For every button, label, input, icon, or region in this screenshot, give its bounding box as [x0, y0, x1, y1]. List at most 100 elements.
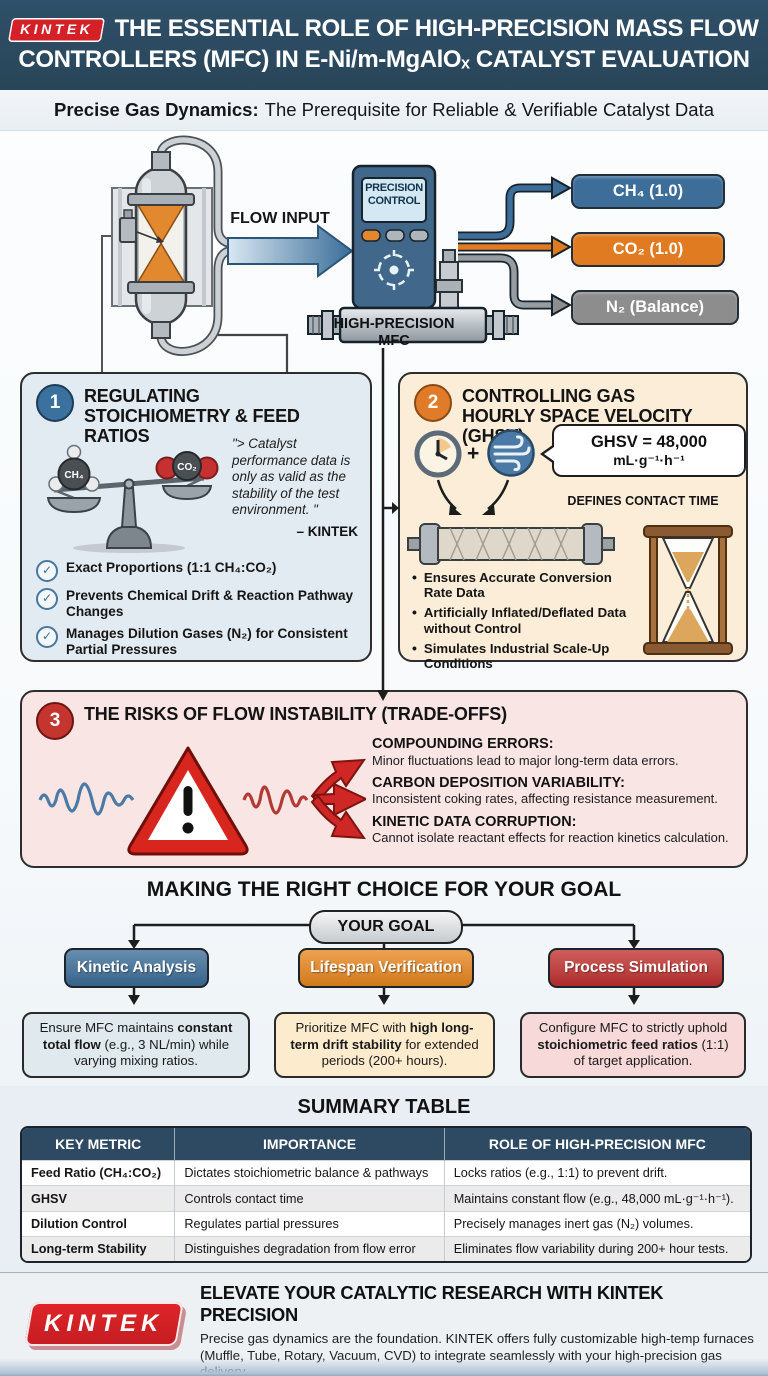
quote-text: "> Catalyst performance data is only as …: [232, 436, 351, 518]
page-title-line1: THE ESSENTIAL ROLE OF HIGH-PRECISION MAS…: [114, 15, 759, 43]
bullet-text: Ensures Accurate Conversion Rate Data: [423, 570, 612, 601]
arrowhead-n2: [551, 293, 573, 317]
section3-number-badge: 3: [36, 702, 74, 740]
section2-body: + GHSV = 48,000 mL·g⁻¹·h⁻¹ DEFINES CONTA…: [400, 374, 746, 671]
desc-lifespan-verification: Prioritize MFC with high long-term drift…: [274, 1012, 495, 1078]
subtitle-bold: Precise Gas Dynamics:: [53, 99, 259, 120]
cell-importance: Regulates partial pressures: [174, 1211, 445, 1237]
bubble-tail: [540, 444, 554, 464]
section1-title: REGULATING STOICHIOMETRY & FEED RATIOS: [84, 386, 300, 447]
mfc-screen: [361, 177, 427, 223]
ghsv-value: GHSV = 48,000: [590, 433, 708, 451]
risk-item: COMPOUNDING ERRORS: Minor fluctuations l…: [372, 736, 736, 768]
goal-option-lifespan-verification: Lifespan Verification: [298, 948, 474, 988]
kintek-logo-text: KINTEK: [19, 20, 93, 37]
gas-output-ch4: CH₄ (1.0): [571, 174, 725, 209]
screen-line1: PRECISION: [365, 182, 423, 194]
wind-icon: [487, 429, 535, 477]
table-row: Feed Ratio (CH₄:CO₂) Dictates stoichiome…: [22, 1160, 750, 1186]
table-header-row: KEY METRIC IMPORTANCE ROLE OF HIGH-PRECI…: [22, 1128, 750, 1161]
bullet-item: • Simulates Industrial Scale-Up Conditio…: [412, 639, 640, 671]
column-header-role: ROLE OF HIGH-PRECISION MFC: [444, 1128, 750, 1161]
section1-number-badge: 1: [36, 384, 74, 422]
cell-metric: Long-term Stability: [22, 1236, 176, 1261]
risk-heading: COMPOUNDING ERRORS:: [372, 736, 554, 752]
flow-diagram: FLOW INPUT PRECISION CONTROL HIGH-PRECIS…: [0, 130, 768, 372]
quote-attribution: – KINTEK: [296, 524, 358, 540]
flow-arrow: [227, 224, 354, 278]
section3-body: COMPOUNDING ERRORS: Minor fluctuations l…: [36, 736, 736, 862]
desc-process-simulation: Configure MFC to strictly uphold stoichi…: [520, 1012, 746, 1078]
bullet-item: • Artificially Inflated/Deflated Data wi…: [412, 604, 640, 636]
bullet-icon: •: [412, 639, 417, 656]
checklist-item: ✓ Prevents Chemical Drift & Reaction Pat…: [36, 588, 358, 620]
cell-importance: Dictates stoichiometric balance & pathwa…: [174, 1160, 445, 1186]
co2-molecule-label: CO₂: [177, 462, 196, 473]
mfc-device-label: HIGH-PRECISION MFC: [326, 316, 462, 351]
check-circle-icon: ✓: [36, 560, 58, 582]
co2-molecule: CO₂: [155, 451, 219, 481]
bullet-text: Artificially Inflated/Deflated Data with…: [423, 605, 627, 636]
desc-text: Ensure MFC maintains constant total flow…: [39, 1019, 233, 1069]
flow-diagram-art: [101, 135, 573, 372]
risk-body: Minor fluctuations lead to major long-te…: [372, 752, 679, 768]
cell-metric: Feed Ratio (CH₄:CO₂): [22, 1160, 176, 1186]
section2-number-badge: 2: [414, 384, 452, 422]
subtitle-bar: Precise Gas Dynamics: The Prerequisite f…: [0, 90, 768, 131]
converge-arrows: [436, 479, 510, 515]
cell-importance: Distinguishes degradation from flow erro…: [174, 1236, 445, 1261]
precision-control-screen-text: PRECISION CONTROL: [362, 182, 426, 208]
bullet-icon: •: [412, 604, 417, 621]
risk-heading: KINETIC DATA CORRUPTION:: [372, 813, 577, 830]
checklist-item: ✓ Exact Proportions (1:1 CH₄:CO₂): [36, 560, 358, 582]
blue-waveform: [38, 782, 135, 816]
bullet-item: • Ensures Accurate Conversion Rate Data: [412, 569, 640, 601]
bottom-gradient-strip: [0, 1358, 768, 1376]
risk-list: COMPOUNDING ERRORS: Minor fluctuations l…: [372, 736, 736, 852]
ch4-molecule-label: CH₄: [64, 470, 83, 481]
section2-bullets: • Ensures Accurate Conversion Rate Data …: [412, 569, 640, 676]
table-row: Dilution Control Regulates partial press…: [22, 1211, 750, 1237]
page-title-line2: CONTROLLERS (MFC) IN E-Ni/m-MgAlOₓ CATAL…: [18, 46, 750, 73]
plus-sign: +: [467, 442, 480, 465]
bullet-text: Simulates Industrial Scale-Up Conditions: [423, 640, 610, 671]
cell-role: Eliminates flow variability during 200+ …: [444, 1236, 750, 1261]
balance-scale-illustration: CH₄ CO₂: [46, 444, 219, 553]
checklist-item-text: Prevents Chemical Drift & Reaction Pathw…: [66, 588, 354, 620]
mfc-button-gray2: [409, 229, 429, 242]
desc-text: Prioritize MFC with high long-term drift…: [290, 1019, 479, 1069]
column-header-importance: IMPORTANCE: [174, 1128, 445, 1161]
mfc-label-line1: HIGH-PRECISION: [333, 316, 455, 332]
your-goal-node: YOUR GOAL: [309, 910, 463, 944]
header: KINTEK THE ESSENTIAL ROLE OF HIGH-PRECIS…: [0, 0, 768, 90]
section-flow-instability: 3 THE RISKS OF FLOW INSTABILITY (TRADE-O…: [20, 690, 748, 868]
kintek-quote: "> Catalyst performance data is only as …: [232, 436, 358, 539]
check-circle-icon: ✓: [36, 626, 58, 649]
bullet-icon: •: [412, 569, 417, 585]
crosshair-icon: [374, 250, 414, 290]
warning-triangle-icon: [127, 746, 249, 856]
connector-line-right: [218, 333, 289, 372]
cell-metric: Dilution Control: [22, 1211, 176, 1237]
subtitle-rest: The Prerequisite for Reliable & Verifiab…: [264, 99, 714, 120]
choice-heading: MAKING THE RIGHT CHOICE FOR YOUR GOAL: [146, 878, 622, 901]
mfc-label-line2: MFC: [378, 333, 410, 350]
mfc-button-gray1: [385, 229, 405, 242]
flow-input-label: FLOW INPUT: [230, 210, 330, 227]
hourglass-illustration: [643, 525, 733, 655]
risk-heading: CARBON DEPOSITION VARIABILITY:: [372, 774, 625, 791]
section1-body: CH₄ CO₂ "> Catalyst performance data is …: [34, 436, 358, 657]
risk-item: CARBON DEPOSITION VARIABILITY: Inconsist…: [372, 775, 736, 807]
cell-role: Maintains constant flow (e.g., 48,000 mL…: [444, 1185, 750, 1212]
sensor-fitting: [119, 217, 137, 243]
cell-role: Locks ratios (e.g., 1:1) to prevent drif…: [444, 1160, 750, 1186]
gas-output-n2: N₂ (Balance): [571, 290, 739, 325]
gas-output-co2: CO₂ (1.0): [571, 232, 725, 267]
section1-checklist: ✓ Exact Proportions (1:1 CH₄:CO₂) ✓ Prev…: [36, 560, 358, 664]
risk-item: KINETIC DATA CORRUPTION: Cannot isolate …: [372, 814, 736, 846]
kintek-footer-logo: KINTEK: [24, 1302, 184, 1346]
reactor-illustration: [111, 135, 233, 356]
cell-importance: Controls contact time: [174, 1185, 445, 1212]
ghsv-units: mL·g⁻¹·h⁻¹: [613, 452, 685, 468]
summary-table: KEY METRIC IMPORTANCE ROLE OF HIGH-PRECI…: [20, 1126, 752, 1263]
